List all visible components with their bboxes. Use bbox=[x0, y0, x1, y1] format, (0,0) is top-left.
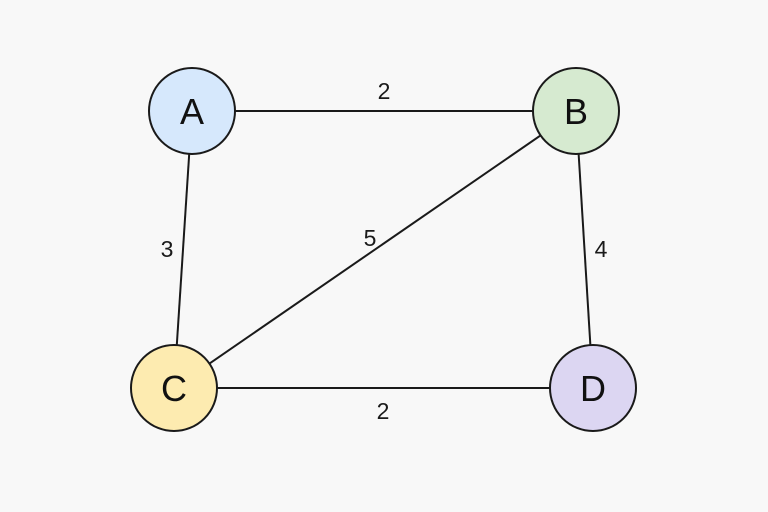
edge-weight-a-b: 2 bbox=[378, 78, 391, 104]
node-c-label: C bbox=[161, 368, 187, 409]
edge-a-c bbox=[173, 110, 193, 389]
edge-b-c bbox=[173, 110, 577, 389]
node-a: A bbox=[148, 67, 236, 155]
node-a-label: A bbox=[180, 91, 204, 132]
edge-weight-b-c: 5 bbox=[364, 225, 377, 251]
node-c: C bbox=[130, 344, 218, 432]
node-d: D bbox=[549, 344, 637, 432]
edge-b-d bbox=[575, 110, 594, 389]
node-d-circle bbox=[549, 344, 637, 432]
node-a-circle bbox=[148, 67, 236, 155]
edge-weight-a-c: 3 bbox=[161, 236, 174, 262]
node-c-circle bbox=[130, 344, 218, 432]
node-b: B bbox=[532, 67, 620, 155]
edge-weight-c-d: 2 bbox=[377, 398, 390, 424]
edge-weight-b-d: 4 bbox=[595, 236, 608, 262]
node-b-label: B bbox=[564, 91, 588, 132]
node-b-circle bbox=[532, 67, 620, 155]
node-d-label: D bbox=[580, 368, 606, 409]
